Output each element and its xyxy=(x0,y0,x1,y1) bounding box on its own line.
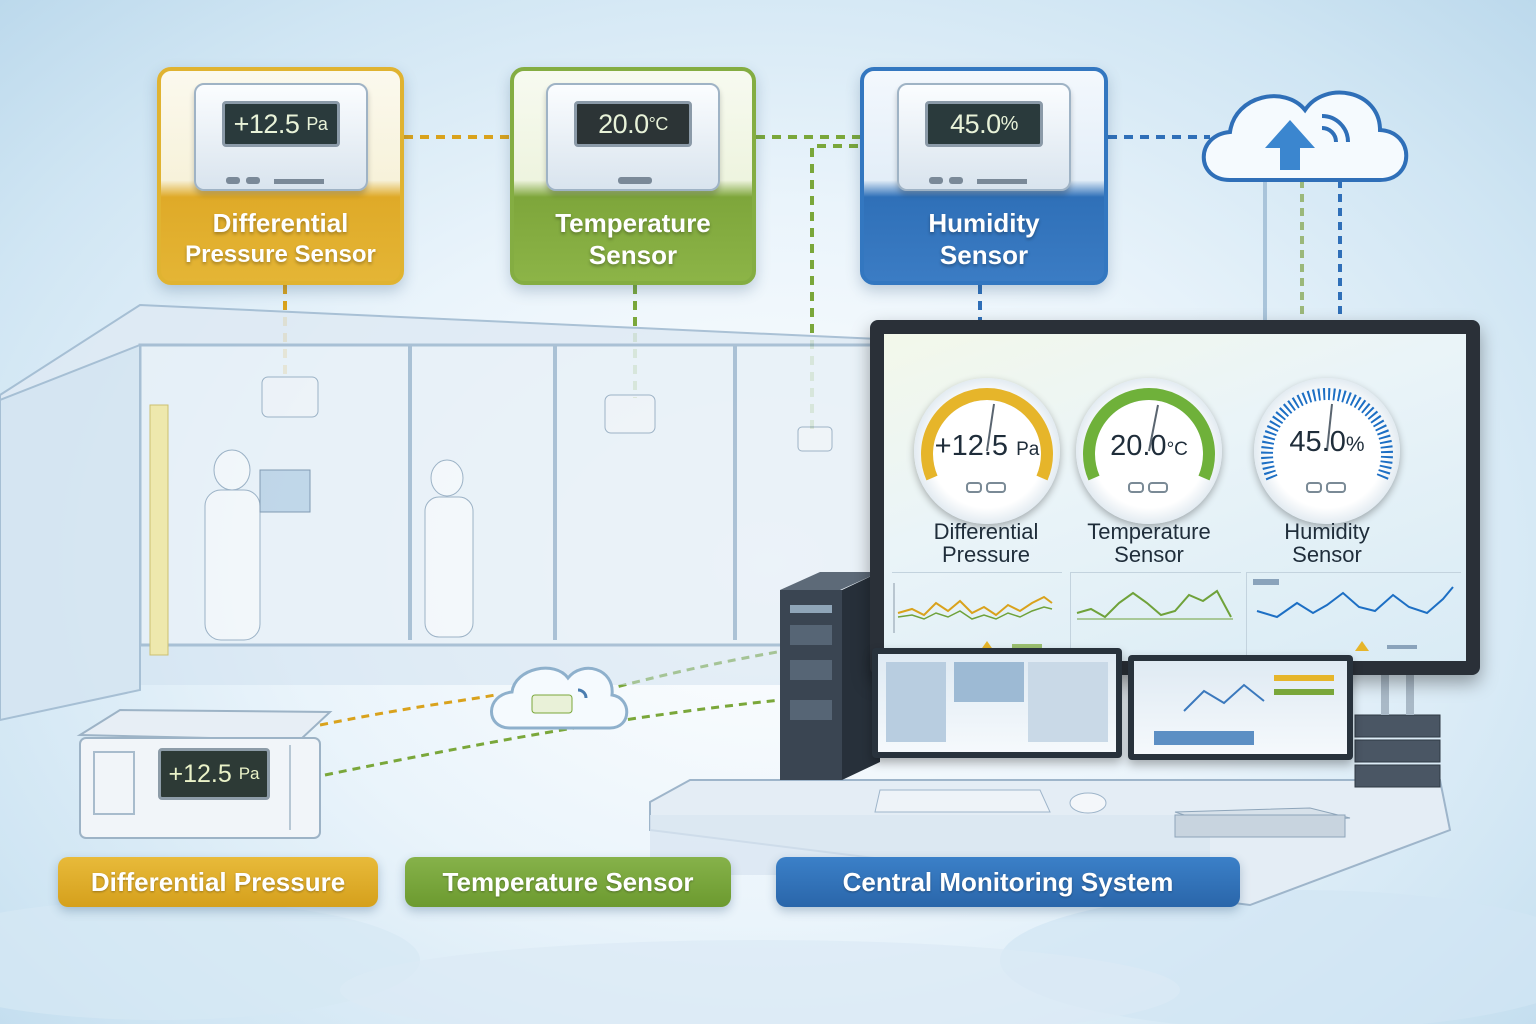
humidity-gauge-reading: 45.0 xyxy=(1289,426,1346,458)
temperature-legend-label: Temperature Sensor xyxy=(405,857,731,907)
field-device-display: +12.5 Pa xyxy=(158,748,270,800)
pressure-legend-label: Differential Pressure xyxy=(58,857,378,907)
temperature-label-line2: Sensor xyxy=(588,240,678,270)
humidity-label-line2: Sensor xyxy=(939,240,1029,270)
temperature-gauge-unit: °C xyxy=(1166,439,1188,460)
link-cloud-monitor xyxy=(1263,180,1342,330)
temperature-sensor-label: Temperature Sensor xyxy=(514,207,752,271)
pressure-sensor-label: Differential Pressure Sensor xyxy=(161,207,400,271)
humidity-unit: % xyxy=(1000,112,1019,135)
pressure-gauge-label-line2: Pressure xyxy=(941,542,1031,567)
pressure-unit: Pa xyxy=(306,113,328,134)
pressure-gauge-label-line1: Differential xyxy=(933,519,1039,544)
rack-servers xyxy=(1354,714,1441,788)
workstation-monitor-right xyxy=(1128,655,1353,760)
pressure-label-line2: Pressure Sensor xyxy=(185,241,376,268)
field-device-reading: +12.5 xyxy=(168,759,232,788)
cloud-upload-icon xyxy=(1201,90,1409,182)
pressure-gauge-label: Differential Pressure xyxy=(886,520,1086,566)
temperature-reading: 20.0 xyxy=(598,108,649,139)
temperature-sensor-device: 20.0°C xyxy=(546,83,720,191)
pressure-gauge: +12.5 Pa xyxy=(914,378,1060,524)
humidity-reading: 45.0 xyxy=(950,108,1001,139)
humidity-gauge-unit: % xyxy=(1345,433,1365,456)
server-tower xyxy=(780,572,880,780)
humidity-sensor-label: Humidity Sensor xyxy=(864,207,1104,271)
temperature-sensor-card: 20.0°C Temperature Sensor xyxy=(510,67,756,285)
pressure-gauge-unit: Pa xyxy=(1016,439,1040,460)
keyboard xyxy=(874,789,1051,813)
wireless-gateway-cloud xyxy=(490,666,629,730)
link-pressure-temp xyxy=(283,135,510,380)
temperature-gauge-label-line2: Sensor xyxy=(1114,542,1184,567)
temperature-gauge-label-line1: Temperature xyxy=(1087,519,1211,544)
humidity-sensor-display: 45.0% xyxy=(925,101,1043,147)
pressure-trend-chart xyxy=(892,572,1062,651)
humidity-gauge-label-line1: Humidity xyxy=(1284,519,1370,544)
humidity-gauge-label-line2: Sensor xyxy=(1292,542,1362,567)
humidity-sensor-card: 45.0% Humidity Sensor xyxy=(860,67,1108,285)
humidity-gauge-label: Humidity Sensor xyxy=(1227,520,1427,566)
monitoring-system-legend-label: Central Monitoring System xyxy=(776,857,1240,907)
humidity-label-line1: Humidity xyxy=(928,208,1040,238)
pressure-label-line1: Differential xyxy=(212,208,349,238)
link-field-cloud xyxy=(319,693,496,727)
pressure-sensor-device: +12.5 Pa xyxy=(193,83,368,191)
temperature-unit: °C xyxy=(648,113,669,134)
workstation-monitor-left xyxy=(872,648,1122,758)
humidity-sensor-device: 45.0% xyxy=(897,83,1071,191)
temperature-sensor-display: 20.0°C xyxy=(574,101,692,147)
pressure-sensor-display: +12.5 Pa xyxy=(221,101,340,147)
temperature-gauge: 20.0°C xyxy=(1076,378,1222,524)
temperature-gauge-label: Temperature Sensor xyxy=(1049,520,1249,566)
temperature-label-line1: Temperature xyxy=(555,208,711,238)
pressure-sensor-card: +12.5 Pa Differential Pressure Sensor xyxy=(157,67,404,285)
humidity-trend-chart xyxy=(1246,572,1461,657)
mouse xyxy=(1069,792,1107,814)
field-device-unit: Pa xyxy=(238,764,260,783)
temperature-gauge-reading: 20.0 xyxy=(1110,430,1167,462)
network-switch xyxy=(1174,807,1351,838)
pressure-gauge-reading: +12.5 xyxy=(934,430,1009,462)
cleanroom-illustration xyxy=(0,303,902,722)
pressure-reading: +12.5 xyxy=(233,108,300,139)
dashboard-screen: +12.5 Pa Differential Pressure 20.0°C Te… xyxy=(884,334,1466,661)
dashboard-monitor: +12.5 Pa Differential Pressure 20.0°C Te… xyxy=(870,320,1480,675)
humidity-gauge: 45.0% xyxy=(1254,378,1400,524)
temperature-trend-chart xyxy=(1070,572,1241,657)
